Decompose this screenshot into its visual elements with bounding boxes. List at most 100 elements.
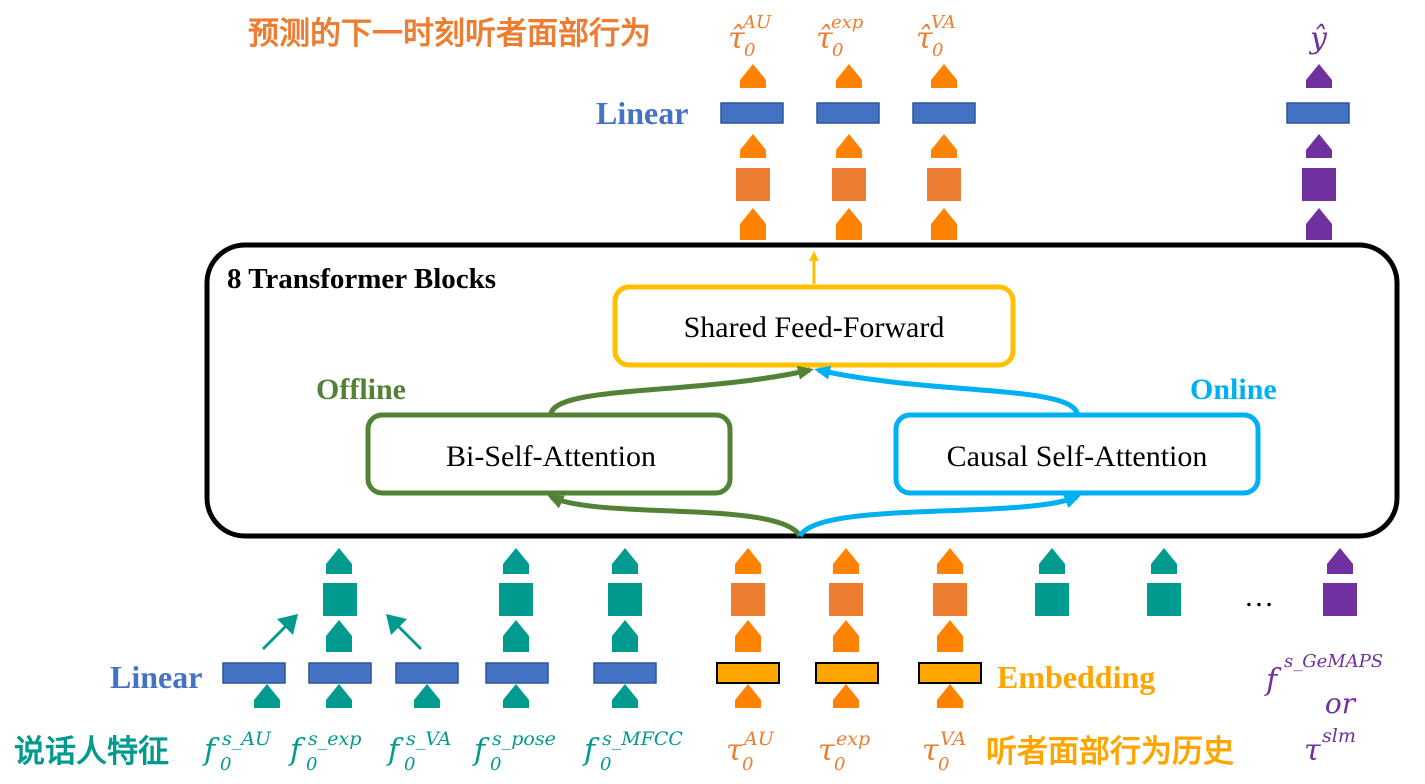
up-arrow — [740, 64, 766, 88]
up-arrow — [833, 548, 859, 574]
online-output-flow-arrow — [814, 365, 1080, 415]
output-va-base: τ̂ — [916, 21, 933, 56]
input-stack-extra-1 — [1035, 548, 1069, 616]
online-label: Online — [1190, 373, 1277, 406]
output-y-hat-label: ŷ — [1308, 21, 1328, 56]
up-arrow — [1306, 64, 1332, 88]
listener-input-va: τ 0 VA — [922, 728, 966, 775]
output-va-label: τ̂ 0 VA — [916, 12, 956, 61]
math-sup: s_exp — [308, 728, 361, 750]
output-au-label: τ̂ 0 AU — [728, 12, 772, 61]
output-exp-sub: 0 — [832, 40, 843, 61]
causal-self-attention-label: Causal Self-Attention — [947, 440, 1208, 473]
feature-token-block — [731, 583, 765, 616]
speaker-features-label: 说话人特征 — [14, 734, 169, 770]
shared-feed-forward-box — [612, 284, 1016, 368]
diagonal-merge-arrow — [262, 614, 298, 650]
up-arrow — [1306, 208, 1332, 240]
up-arrow — [931, 208, 957, 240]
math-sup: s_MFCC — [602, 728, 683, 750]
linear-layer-block — [816, 102, 880, 124]
feature-token-block — [323, 583, 357, 616]
math-sup: s_VA — [406, 728, 451, 750]
input-stack-speaker-au — [222, 614, 298, 708]
math-base: τ — [922, 733, 939, 768]
speaker-input-pose: f 0 s_pose — [472, 728, 556, 775]
offline-input-flow-arrow — [547, 494, 803, 538]
feature-token-block — [832, 168, 866, 201]
predicted-listener-behavior-title: 预测的下一时刻听者面部行为 — [248, 16, 651, 52]
diagonal-merge-arrow — [386, 614, 422, 650]
linear-layer-block — [912, 102, 976, 124]
math-sub: 0 — [938, 754, 949, 775]
up-arrow — [937, 620, 963, 652]
or-label: or — [1325, 687, 1357, 720]
math-sub: 0 — [220, 754, 231, 775]
math-sup: AU — [742, 728, 775, 750]
output-stack-y — [1286, 64, 1350, 240]
up-arrow — [836, 64, 862, 88]
linear-layer-block — [1286, 102, 1350, 124]
math-base: f — [202, 733, 220, 768]
listener-input-au: τ 0 AU — [726, 728, 775, 775]
input-stack-listener-va — [918, 548, 982, 708]
linear-layer-block — [593, 662, 657, 684]
transformer-blocks-title: 8 Transformer Blocks — [227, 263, 496, 295]
feature-token-block — [927, 168, 961, 201]
linear-layer-block — [485, 662, 549, 684]
input-stack-speaker-mfcc — [593, 548, 657, 708]
up-arrow — [735, 684, 761, 708]
math-base: f — [472, 733, 490, 768]
linear-layer-block — [308, 662, 372, 684]
up-arrow — [937, 548, 963, 574]
math-base: τ — [1304, 733, 1321, 768]
linear-bottom-label: Linear — [110, 659, 202, 695]
input-stack-speaker-pose — [485, 548, 549, 708]
embedding-layer-block — [918, 662, 982, 684]
up-arrow — [503, 548, 529, 574]
up-arrow — [326, 548, 352, 574]
up-arrow — [1039, 548, 1065, 574]
output-au-sub: 0 — [744, 40, 755, 61]
math-base: f — [288, 733, 306, 768]
input-stack-extra-2 — [1147, 548, 1181, 616]
math-sup: s_GeMAPS — [1284, 651, 1383, 672]
up-arrow — [612, 620, 638, 652]
output-au-base: τ̂ — [728, 21, 745, 56]
feature-token-block — [499, 583, 533, 616]
up-arrow — [833, 684, 859, 708]
linear-layer-block — [222, 662, 286, 684]
math-sub: 0 — [404, 754, 415, 775]
input-stack-listener-au — [716, 548, 780, 708]
ellipsis-more-tokens: … — [1244, 580, 1274, 613]
math-sub: 0 — [490, 754, 501, 775]
up-arrow — [254, 684, 280, 708]
up-arrow — [931, 134, 957, 158]
feature-token-block — [1147, 583, 1181, 616]
offline-output-flow-arrow — [548, 365, 814, 415]
feature-token-block — [1323, 583, 1357, 616]
output-exp-sup: exp — [831, 12, 864, 33]
math-sub: 0 — [600, 754, 611, 775]
speaker-input-exp: f 0 s_exp — [288, 728, 361, 775]
up-arrow — [836, 134, 862, 158]
embedding-layer-block — [815, 662, 879, 684]
shared-feed-forward-label: Shared Feed-Forward — [684, 311, 945, 344]
extra-input-gemaps-or-slm: f s_GeMAPS or τ slm — [1264, 651, 1383, 768]
input-stack-speaker-exp — [308, 548, 372, 708]
up-arrow — [1306, 134, 1332, 158]
bi-self-attention-box — [365, 412, 733, 496]
up-arrow — [326, 684, 352, 708]
math-sup: s_pose — [492, 728, 556, 750]
up-arrow — [836, 208, 862, 240]
embedding-label: Embedding — [997, 659, 1155, 695]
linear-top-label: Linear — [596, 95, 688, 131]
up-arrow — [612, 548, 638, 574]
input-stack-speaker-va — [386, 614, 459, 708]
up-arrow — [1327, 548, 1353, 574]
linear-layer-block — [395, 662, 459, 684]
up-arrow — [740, 134, 766, 158]
up-arrow — [414, 684, 440, 708]
math-sup: slm — [1322, 725, 1356, 747]
math-sub: 0 — [834, 754, 845, 775]
